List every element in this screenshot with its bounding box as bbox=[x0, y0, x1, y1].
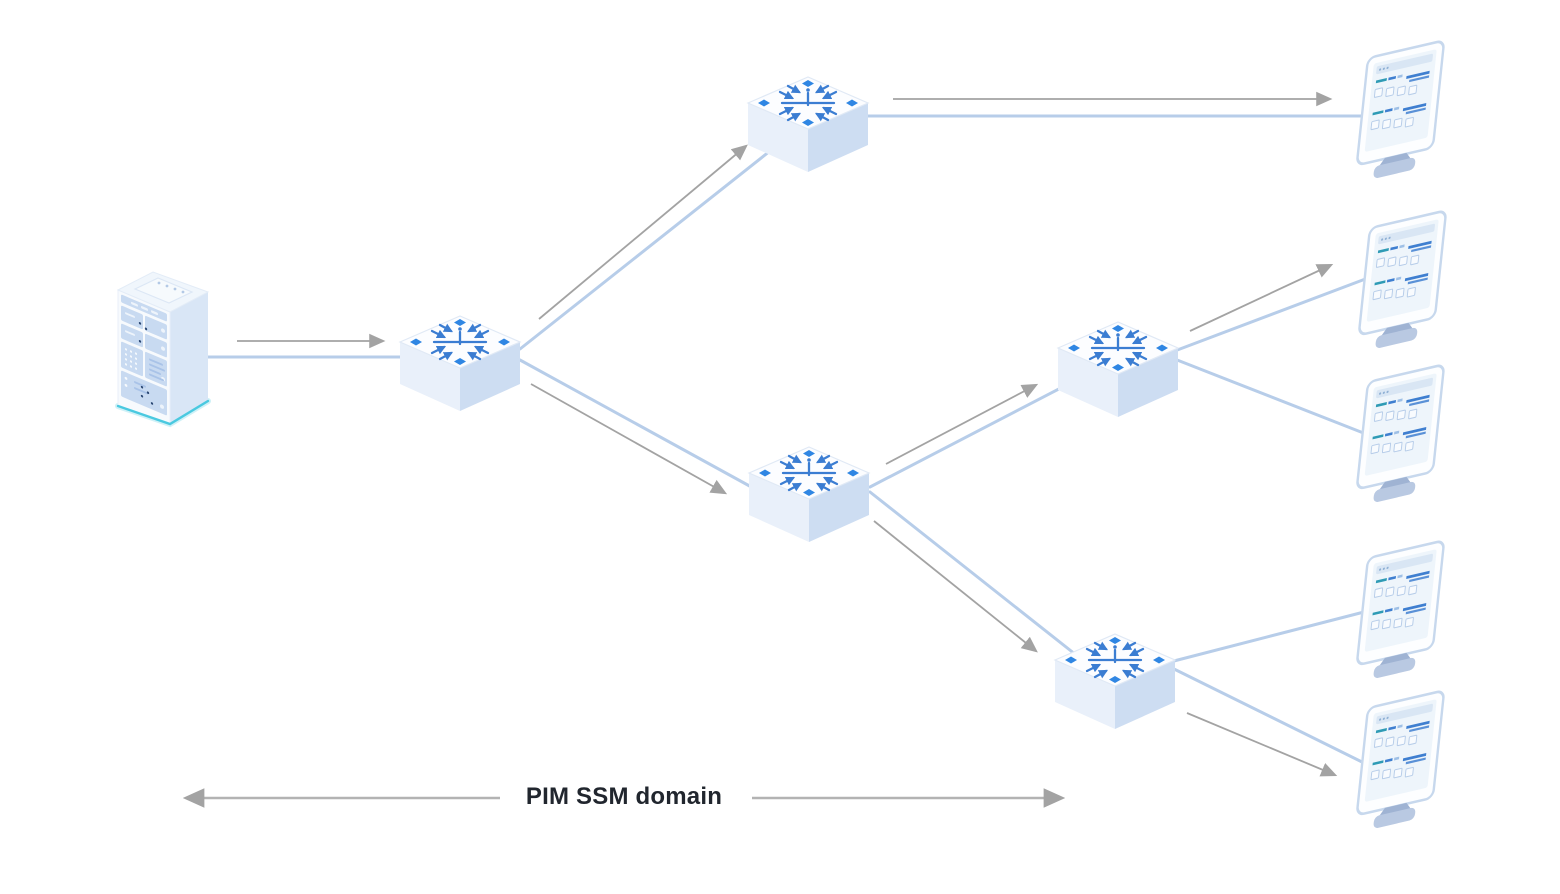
link-router1-router2 bbox=[518, 149, 772, 351]
link-router5-receiver5 bbox=[1170, 666, 1364, 764]
link-router1-router3 bbox=[518, 358, 757, 491]
router-4-upper-leaf bbox=[1058, 322, 1178, 417]
flow-arrow-router4-receiver2 bbox=[1189, 263, 1334, 332]
receiver-monitor-1 bbox=[1353, 39, 1446, 185]
link-router4-receiver3 bbox=[1170, 356, 1368, 436]
receiver-monitor-3 bbox=[1353, 363, 1446, 509]
receiver-monitor-2 bbox=[1355, 209, 1448, 355]
link-router3-router5 bbox=[868, 490, 1087, 664]
receiver-monitor-4 bbox=[1353, 539, 1446, 685]
link-router3-router4 bbox=[868, 376, 1082, 489]
link-router5-receiver4 bbox=[1168, 610, 1366, 664]
flow-arrow-router5-receiver5 bbox=[1186, 712, 1338, 777]
router-1-first-hop bbox=[400, 316, 520, 411]
router-2-top-branch bbox=[748, 77, 868, 172]
receiver-monitor-5 bbox=[1353, 689, 1446, 835]
flow-arrow-router1-router2 bbox=[538, 144, 748, 320]
domain-label: PIM SSM domain bbox=[525, 783, 723, 810]
router-3-middle-branch bbox=[749, 447, 869, 542]
router-5-lower-leaf bbox=[1055, 634, 1175, 729]
flow-arrow-router1-router3 bbox=[530, 383, 728, 495]
source-server bbox=[118, 272, 208, 424]
link-router4-receiver2 bbox=[1170, 276, 1370, 354]
flow-arrow-router3-router5 bbox=[873, 520, 1038, 653]
flow-arrow-router3-router4 bbox=[885, 383, 1039, 465]
